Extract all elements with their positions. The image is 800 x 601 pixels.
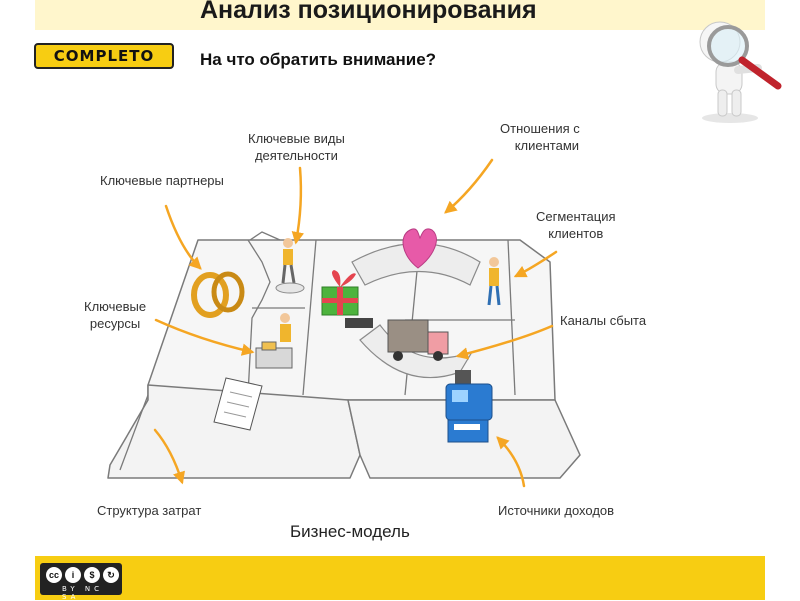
arrow-key-resources <box>154 318 255 356</box>
completo-logo: COMPLETO <box>34 43 174 69</box>
terminal-icon <box>445 370 493 443</box>
logo-text: COMPLETO <box>53 47 155 65</box>
diagram-caption: Бизнес-модель <box>290 522 410 541</box>
label-customer-relationships: Отношения с клиентами <box>500 121 580 153</box>
label-cost-structure: Структура затрат <box>97 503 202 518</box>
magnifier-mascot-icon <box>699 21 782 123</box>
heart-icon <box>402 228 437 269</box>
label-key-resources: Ключевые ресурсы <box>84 299 147 331</box>
arrow-cost-structure <box>153 428 185 485</box>
cc-license-badge: cc i $ ↻ BY NC SA <box>40 563 122 601</box>
page-subtitle: На что обратить внимание? <box>200 50 437 69</box>
resources-icon <box>255 313 293 369</box>
arrow-key-partners <box>164 204 202 270</box>
gift-icon <box>321 270 373 328</box>
by-icon: i <box>65 567 81 583</box>
rings-icon <box>191 271 245 318</box>
top-band <box>35 0 765 30</box>
label-channels: Каналы сбыта <box>560 313 647 328</box>
document-icon <box>213 377 263 431</box>
arrow-customer-segments <box>513 250 558 278</box>
arrow-revenue-streams <box>496 436 526 488</box>
license-sub: BY NC SA <box>62 585 104 601</box>
label-arrows <box>153 158 558 488</box>
worker-icon <box>275 238 305 294</box>
arrow-customer-relationships <box>444 158 494 214</box>
nc-icon: $ <box>84 567 100 583</box>
page-title: Анализ позиционирования <box>200 0 537 24</box>
label-revenue-streams: Источники доходов <box>498 503 615 518</box>
label-key-activities: Ключевые виды деятельности <box>248 131 345 163</box>
arrow-key-activities <box>291 166 304 245</box>
label-customer-segments: Сегментация клиентов <box>536 209 616 241</box>
sa-icon: ↻ <box>103 567 119 583</box>
truck-icon <box>387 319 449 361</box>
cc-icon: cc <box>46 567 62 583</box>
arrow-channels <box>455 324 554 360</box>
label-key-partners: Ключевые партнеры <box>100 173 224 188</box>
bottom-band <box>35 556 765 600</box>
customer-icon <box>487 257 501 306</box>
